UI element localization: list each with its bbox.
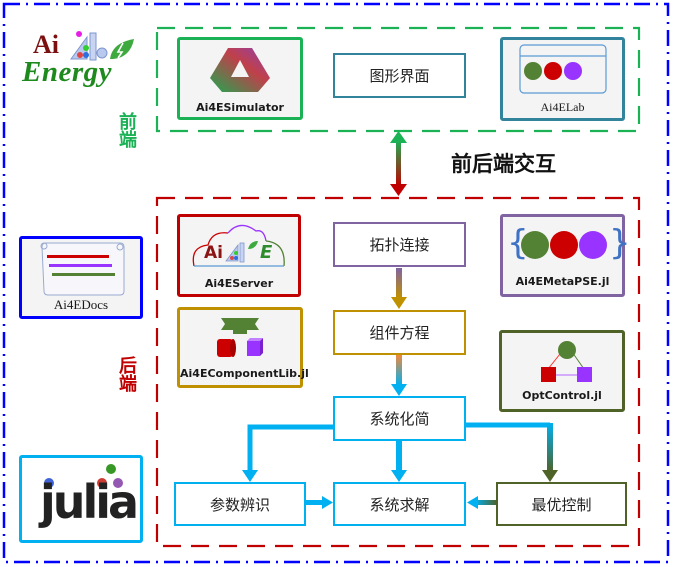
ai4ecomponentlib-label: Ai4EComponentLib.jl — [180, 367, 309, 380]
gui-box: 图形界面 — [333, 53, 466, 98]
ai4esimulator-label: Ai4ESimulator — [196, 101, 284, 114]
arrow-param-to-solve — [305, 496, 333, 509]
card-ai4ecomponentlib[interactable]: Ai4EComponentLib.jl — [177, 307, 309, 388]
right-brace-icon: } — [609, 223, 631, 263]
interaction-label: 前后端交互 — [451, 152, 556, 176]
card-ai4emetapse[interactable]: { } Ai4EMetaPSE.jl — [500, 214, 631, 297]
flow-solve-box: 系统求解 — [333, 482, 466, 526]
metapse-dots-icon — [521, 231, 607, 259]
arrow-simplify-to-solve — [391, 440, 407, 482]
card-julia[interactable]: julia — [19, 455, 143, 543]
flow-param-id-box: 参数辨识 — [174, 482, 306, 526]
card-ai4edocs[interactable]: Ai4EDocs — [19, 236, 143, 319]
lab-window-icon — [519, 44, 607, 94]
ai4edocs-label: Ai4EDocs — [53, 297, 109, 312]
logo-ai-text: Ai — [33, 30, 59, 59]
card-ai4elab[interactable]: Ai4ELab — [500, 37, 625, 121]
docs-scroll-icon — [40, 242, 125, 296]
arrow-component-to-simplify — [391, 355, 407, 396]
julia-dots-icon — [44, 464, 123, 488]
interaction-arrow — [390, 131, 407, 196]
componentlib-icon — [217, 318, 263, 357]
logo-flask-icon — [70, 31, 134, 61]
ai4emetapse-label: Ai4EMetaPSE.jl — [515, 275, 610, 288]
flow-topology-box: 拓扑连接 — [333, 222, 466, 267]
arrow-simplify-to-optcontrol — [465, 422, 558, 482]
backend-region — [155, 196, 641, 548]
ai-energy-logo: Ai Energy — [22, 26, 147, 90]
optcontrol-graph-icon — [541, 341, 592, 382]
server-logo-ai: Ai — [204, 243, 223, 263]
flow-opt-control-box: 最优控制 — [496, 482, 627, 526]
arrow-optcontrol-to-solve — [467, 496, 497, 509]
server-logo-e: E — [260, 242, 273, 263]
logo-energy-text: Energy — [22, 56, 112, 88]
julia-wordmark: julia — [40, 475, 139, 529]
backend-label: 后端 — [116, 356, 137, 392]
card-ai4eserver[interactable]: Ai E Ai4EServer — [177, 214, 301, 297]
flow-simplify-box: 系统化简 — [333, 396, 466, 441]
arrow-simplify-to-param — [242, 424, 333, 482]
optcontrol-label: OptControl.jl — [522, 389, 602, 402]
ai4elab-label: Ai4ELab — [540, 100, 585, 114]
flow-component-eq-box: 组件方程 — [333, 310, 466, 355]
left-brace-icon: { — [507, 223, 529, 263]
frontend-region — [155, 26, 641, 133]
card-ai4esimulator[interactable]: Ai4ESimulator — [177, 37, 303, 120]
arrow-topology-to-component — [391, 268, 407, 309]
ai4eserver-label: Ai4EServer — [204, 277, 274, 290]
server-cloud-icon — [192, 224, 285, 267]
card-optcontrol[interactable]: OptControl.jl — [499, 330, 625, 412]
simulator-logo-icon — [210, 48, 270, 92]
frontend-label: 前端 — [116, 112, 137, 148]
